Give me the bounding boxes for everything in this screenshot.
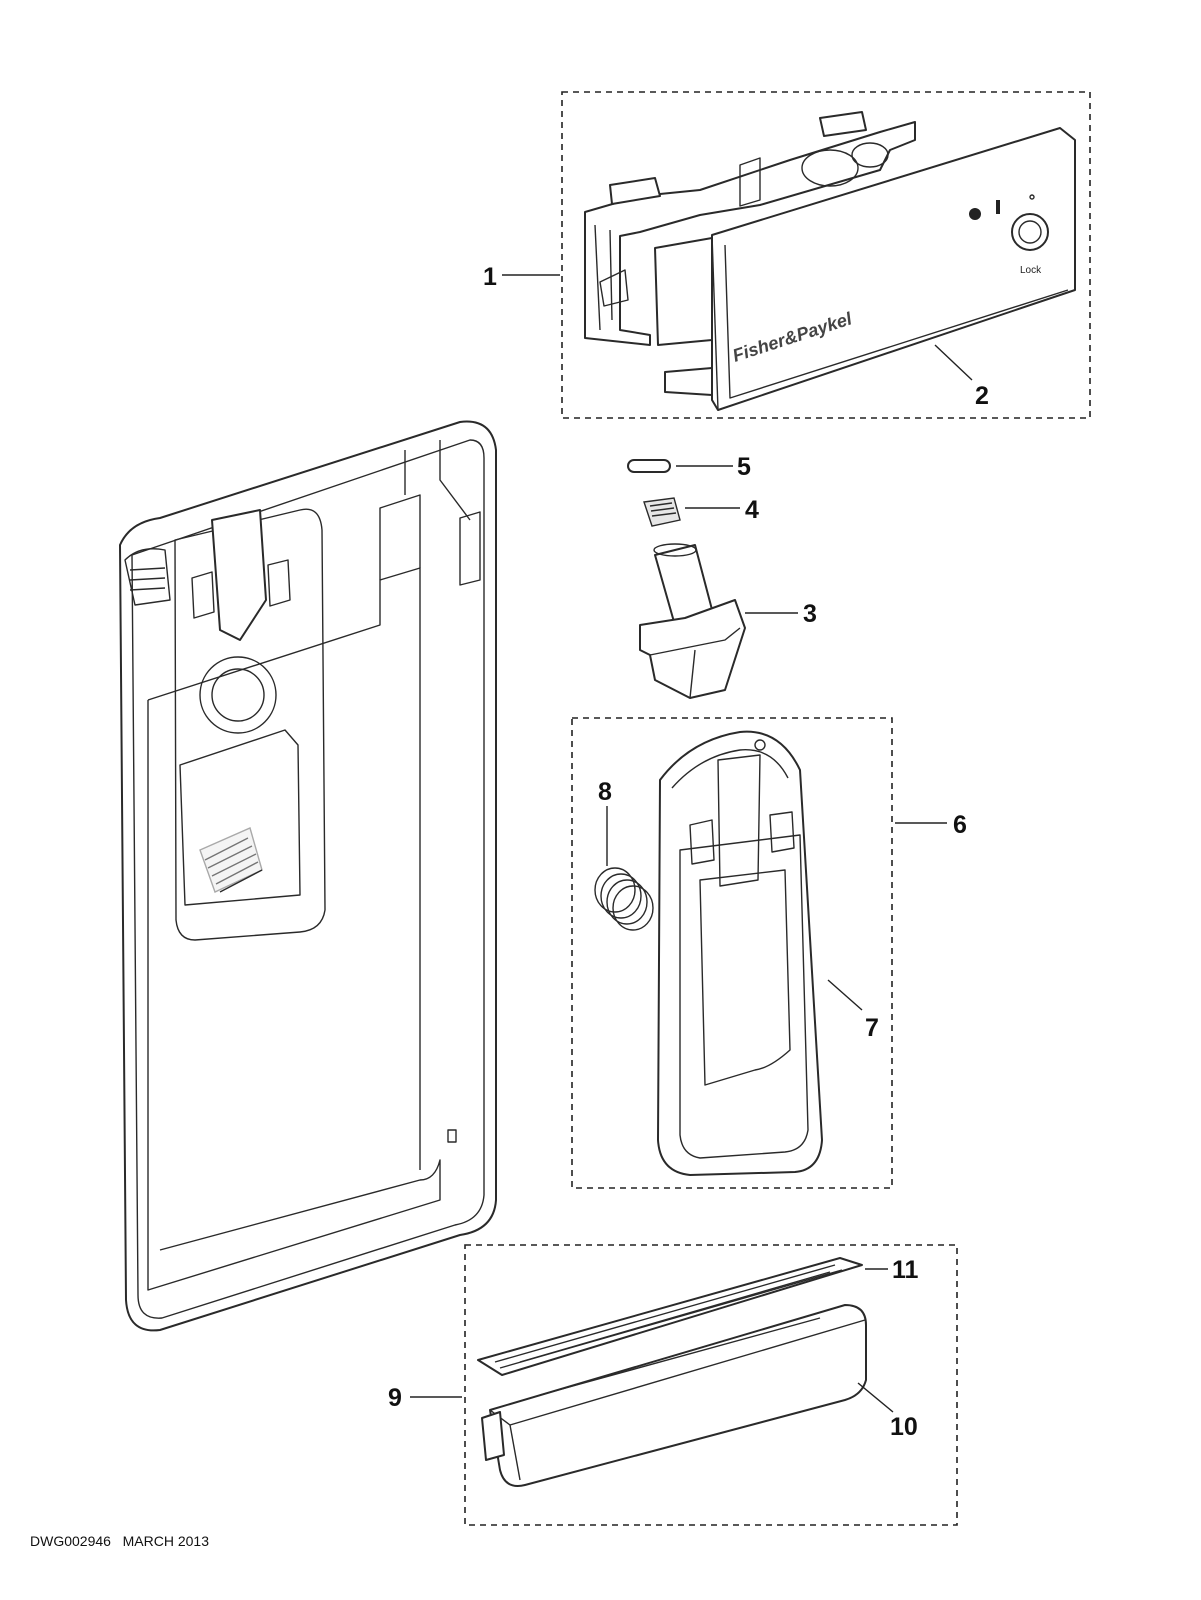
callout-5: 5 xyxy=(737,453,751,481)
lock-label: Lock xyxy=(1020,265,1042,276)
group-9-dashed-box xyxy=(464,1244,958,1526)
part-10-channel xyxy=(481,1304,867,1487)
drawing-footer: DWG002946 MARCH 2013 xyxy=(30,1533,209,1549)
leader-7 xyxy=(827,979,863,1011)
group-6-dashed-box xyxy=(571,717,893,1189)
callout-2: 2 xyxy=(975,382,989,410)
part-3-handle-actuator xyxy=(639,543,746,699)
callout-1: 1 xyxy=(483,263,497,291)
callout-10: 10 xyxy=(890,1413,918,1441)
callout-4: 4 xyxy=(745,496,759,524)
callout-11: 11 xyxy=(892,1256,919,1284)
callout-7: 7 xyxy=(865,1014,879,1042)
leader-10 xyxy=(857,1382,894,1413)
part-7-handle xyxy=(657,730,823,1176)
door-inner-panel xyxy=(119,420,497,1332)
part-8-spring xyxy=(594,867,654,931)
callout-9: 9 xyxy=(388,1384,402,1412)
group-1-dashed-box xyxy=(561,91,1091,419)
callout-6: 6 xyxy=(953,811,967,839)
callout-8: 8 xyxy=(598,778,612,806)
control-panel-part: Lock Fisher&Paykel xyxy=(584,111,1076,411)
part-4-clip xyxy=(643,497,681,527)
part-5-oring xyxy=(627,459,671,473)
drawing-date: MARCH 2013 xyxy=(122,1533,209,1549)
leader-2 xyxy=(934,344,973,381)
drawing-number: DWG002946 xyxy=(30,1533,111,1549)
callout-3: 3 xyxy=(803,600,817,628)
part-11-strip xyxy=(477,1257,863,1376)
